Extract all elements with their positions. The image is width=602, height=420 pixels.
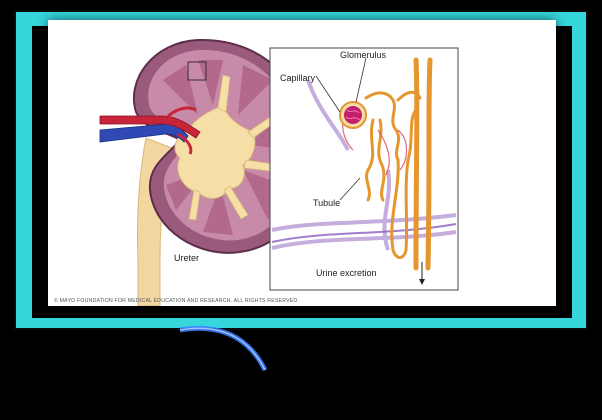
glomerulus <box>344 106 362 124</box>
kidney-diagram <box>48 20 556 306</box>
copyright-notice: © MAYO FOUNDATION FOR MEDICAL EDUCATION … <box>54 298 299 304</box>
kidney-figure: Glomerulus Capillary Tubule Urine excret… <box>48 20 556 306</box>
label-capillary: Capillary <box>280 73 315 83</box>
label-urine-excretion: Urine excretion <box>316 268 377 278</box>
label-tubule: Tubule <box>313 198 340 208</box>
renal-vein <box>100 124 188 142</box>
label-glomerulus: Glomerulus <box>340 50 386 60</box>
blue-glow-arc <box>170 300 290 420</box>
label-ureter: Ureter <box>174 253 199 263</box>
